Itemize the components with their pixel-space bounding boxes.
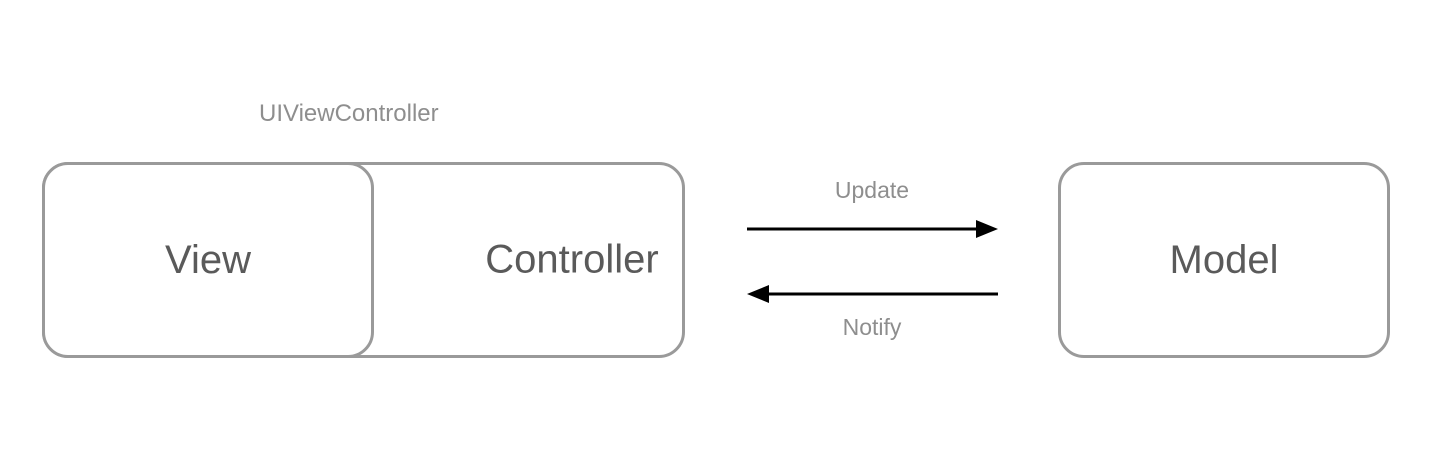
view-node: View [42,162,374,358]
view-node-label: View [165,237,251,282]
update-edge-label: Update [834,177,910,203]
update-arrowhead [976,220,998,238]
model-node: Model [1058,162,1390,358]
controller-node-label: Controller [485,237,659,282]
uiviewcontroller-label: UIViewController [259,100,439,127]
model-node-label: Model [1169,237,1279,282]
notify-arrowhead [747,285,769,303]
notify-edge-label: Notify [842,314,902,340]
